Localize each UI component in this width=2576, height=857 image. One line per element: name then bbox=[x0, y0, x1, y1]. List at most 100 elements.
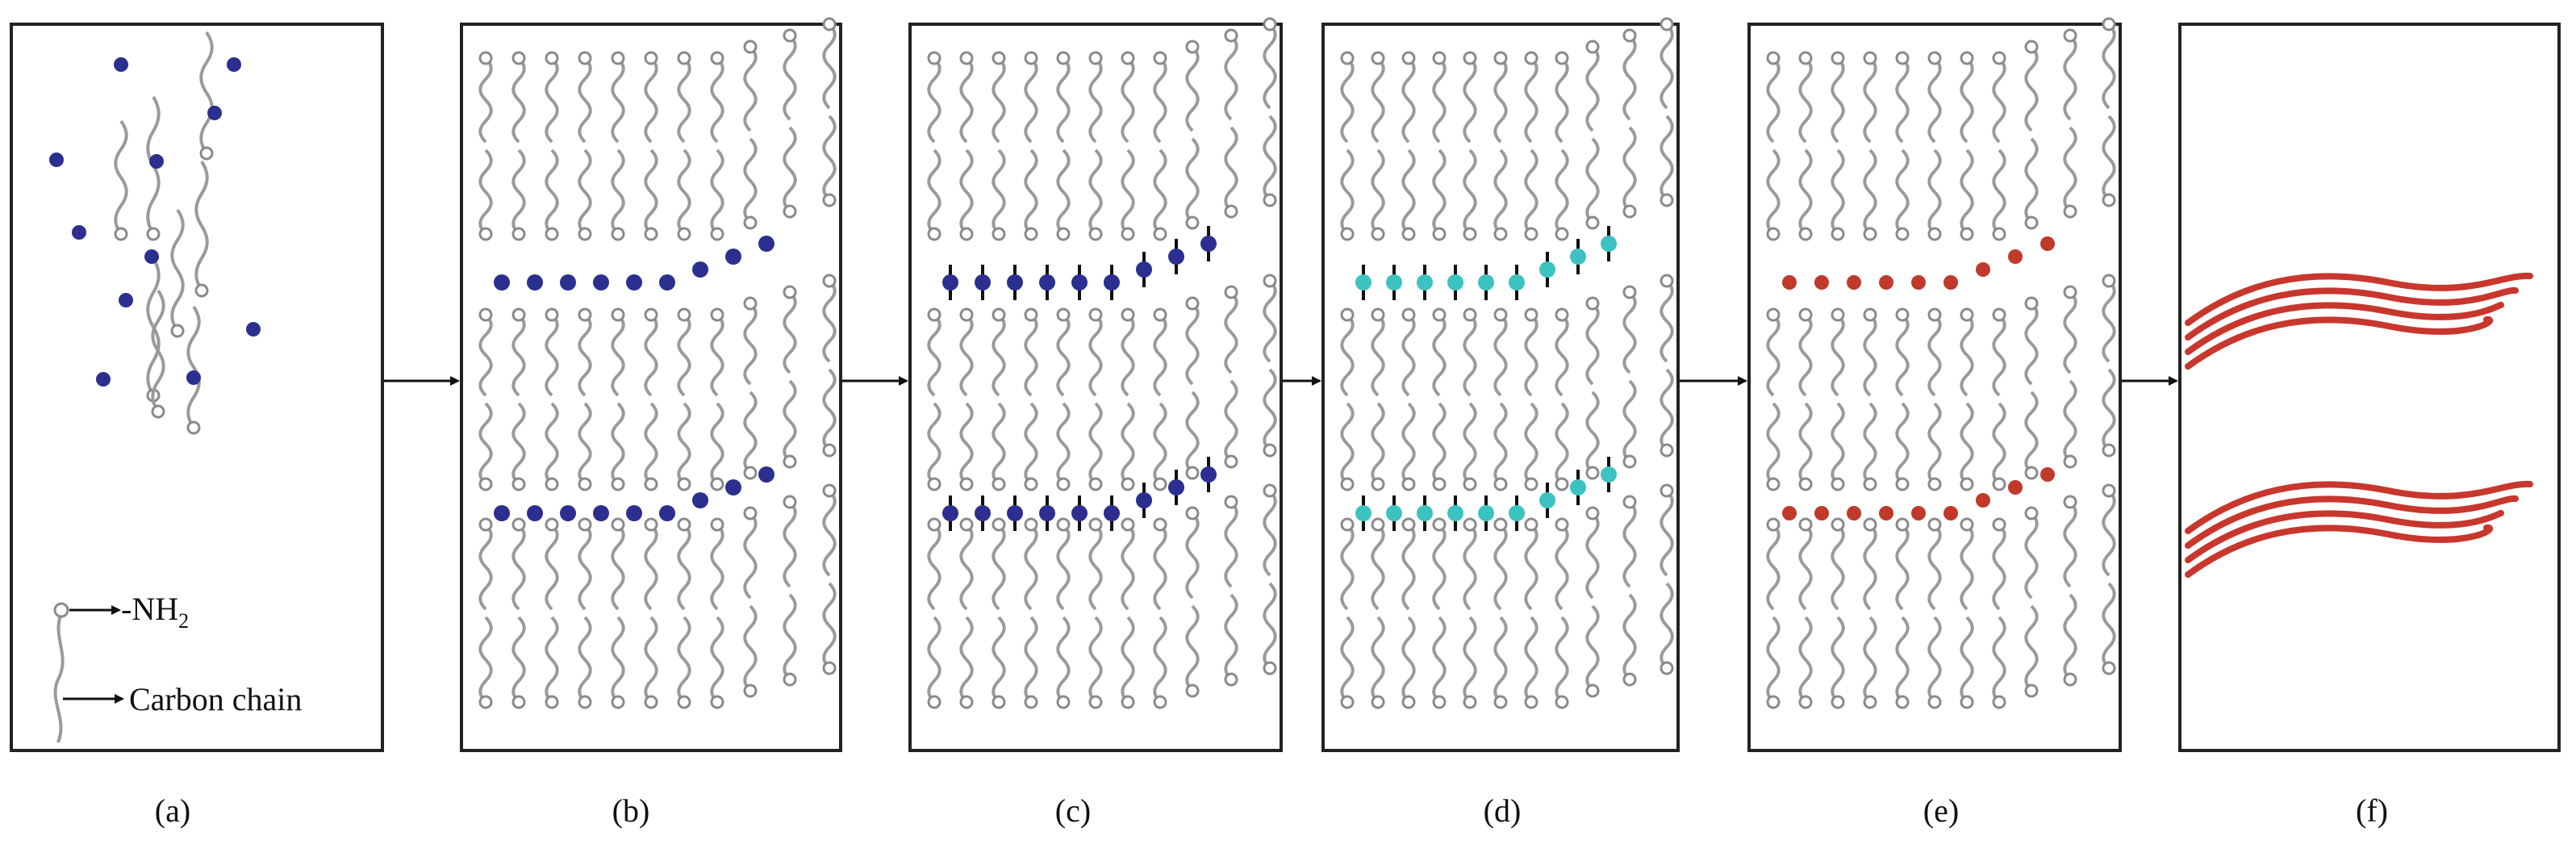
amine-head bbox=[478, 51, 493, 65]
metal-ion bbox=[1007, 274, 1023, 291]
metal-ion bbox=[1355, 505, 1372, 521]
carbon-chain bbox=[1121, 616, 1135, 704]
carbon-chain bbox=[1622, 593, 1637, 681]
molecular-layers bbox=[49, 17, 2533, 709]
metal-particle bbox=[1847, 275, 1861, 290]
carbon-chain bbox=[1401, 148, 1416, 236]
amine-head bbox=[1121, 227, 1135, 241]
legend-nh2-label: -NH2 bbox=[121, 591, 189, 633]
amine-head bbox=[1153, 477, 1167, 491]
carbon-chain bbox=[1340, 56, 1355, 144]
carbon-chain bbox=[1056, 402, 1071, 486]
amine-head bbox=[1024, 695, 1038, 709]
carbon-chain bbox=[783, 34, 797, 121]
amine-head bbox=[1340, 307, 1355, 322]
carbon-chain bbox=[1863, 523, 1877, 611]
carbon-chain bbox=[1024, 313, 1038, 397]
carbon-chain bbox=[1895, 56, 1910, 144]
carbon-chain bbox=[1766, 313, 1781, 397]
carbon-chain bbox=[545, 148, 559, 236]
carbon-chain bbox=[743, 137, 758, 224]
carbon-chain bbox=[677, 56, 691, 144]
carbon-chain bbox=[1927, 402, 1942, 486]
carbon-chain bbox=[1798, 616, 1813, 704]
metal-ion bbox=[1200, 236, 1217, 252]
amine-head bbox=[1863, 307, 1877, 322]
metal-ion bbox=[975, 274, 991, 291]
amine-head bbox=[1831, 307, 1845, 322]
amine-head bbox=[927, 307, 941, 322]
carbon-chain bbox=[1895, 523, 1910, 611]
amine-head bbox=[677, 695, 691, 709]
carbon-chain bbox=[1121, 523, 1135, 611]
amine-head bbox=[478, 477, 493, 491]
amine-head bbox=[1224, 672, 1238, 687]
carbon-chain bbox=[1766, 616, 1781, 704]
carbon-chain bbox=[1585, 604, 1600, 692]
amine-head bbox=[1056, 227, 1071, 241]
metal-ion bbox=[725, 249, 741, 265]
amine-head bbox=[2024, 215, 2039, 230]
carbon-chain bbox=[710, 56, 724, 144]
carbon-chain bbox=[2102, 115, 2116, 202]
metal-ion bbox=[692, 261, 708, 278]
carbon-chain bbox=[1863, 148, 1877, 236]
amine-head bbox=[1340, 517, 1355, 532]
amine-head bbox=[114, 227, 128, 241]
carbon-chain bbox=[1153, 402, 1167, 486]
carbon-chain bbox=[2102, 368, 2116, 452]
metal-particle bbox=[1879, 275, 1893, 290]
amine-head bbox=[1185, 684, 1200, 698]
carbon-chain bbox=[783, 500, 797, 588]
amine-head bbox=[1153, 695, 1167, 709]
metal-ion bbox=[119, 293, 133, 307]
metal-ion bbox=[1136, 261, 1152, 278]
carbon-chain bbox=[1960, 616, 1974, 704]
carbon-chain bbox=[2024, 302, 2039, 386]
amine-head bbox=[992, 51, 1006, 65]
metal-ion bbox=[1039, 505, 1055, 521]
amine-head bbox=[545, 517, 559, 532]
carbon-chain bbox=[822, 279, 837, 363]
carbon-chain bbox=[1024, 56, 1038, 144]
metal-ion bbox=[758, 236, 774, 252]
carbon-chain bbox=[1121, 148, 1135, 236]
amine-head bbox=[1863, 477, 1877, 491]
carbon-chain bbox=[1585, 391, 1600, 474]
amine-head bbox=[1524, 517, 1539, 532]
metal-ion bbox=[246, 322, 261, 337]
metal-ion bbox=[527, 274, 543, 291]
metal-ion bbox=[1136, 492, 1152, 508]
carbon-chain bbox=[1263, 489, 1277, 577]
carbon-chain bbox=[743, 302, 758, 386]
amine-head bbox=[1863, 517, 1877, 532]
amine-head bbox=[927, 695, 941, 709]
carbon-chain bbox=[1831, 616, 1845, 704]
amine-head bbox=[783, 495, 797, 509]
carbon-chain bbox=[677, 402, 691, 486]
amine-head bbox=[1992, 227, 2006, 241]
amine-head bbox=[677, 227, 691, 241]
carbon-chain bbox=[1224, 291, 1238, 374]
carbon-chain bbox=[1185, 391, 1200, 474]
amine-head bbox=[1056, 517, 1071, 532]
amine-head bbox=[822, 17, 837, 31]
amine-head bbox=[1863, 51, 1877, 65]
amine-head bbox=[1831, 227, 1845, 241]
carbon-chain bbox=[578, 148, 592, 236]
carbon-chain bbox=[2063, 379, 2077, 463]
carbon-chain bbox=[1493, 402, 1508, 486]
metal-particle bbox=[1976, 493, 1990, 508]
carbon-chain bbox=[1153, 56, 1167, 144]
carbon-chain bbox=[783, 379, 797, 463]
carbon-chain bbox=[927, 523, 941, 611]
carbon-chain bbox=[545, 402, 559, 486]
amine-head bbox=[511, 227, 526, 241]
amine-head bbox=[545, 307, 559, 322]
amine-head bbox=[1927, 51, 1942, 65]
amine-head bbox=[2024, 684, 2039, 698]
metal-ion bbox=[593, 274, 609, 291]
carbon-chain bbox=[992, 523, 1006, 611]
carbon-chain bbox=[1992, 148, 2006, 236]
amine-head bbox=[1463, 477, 1477, 491]
